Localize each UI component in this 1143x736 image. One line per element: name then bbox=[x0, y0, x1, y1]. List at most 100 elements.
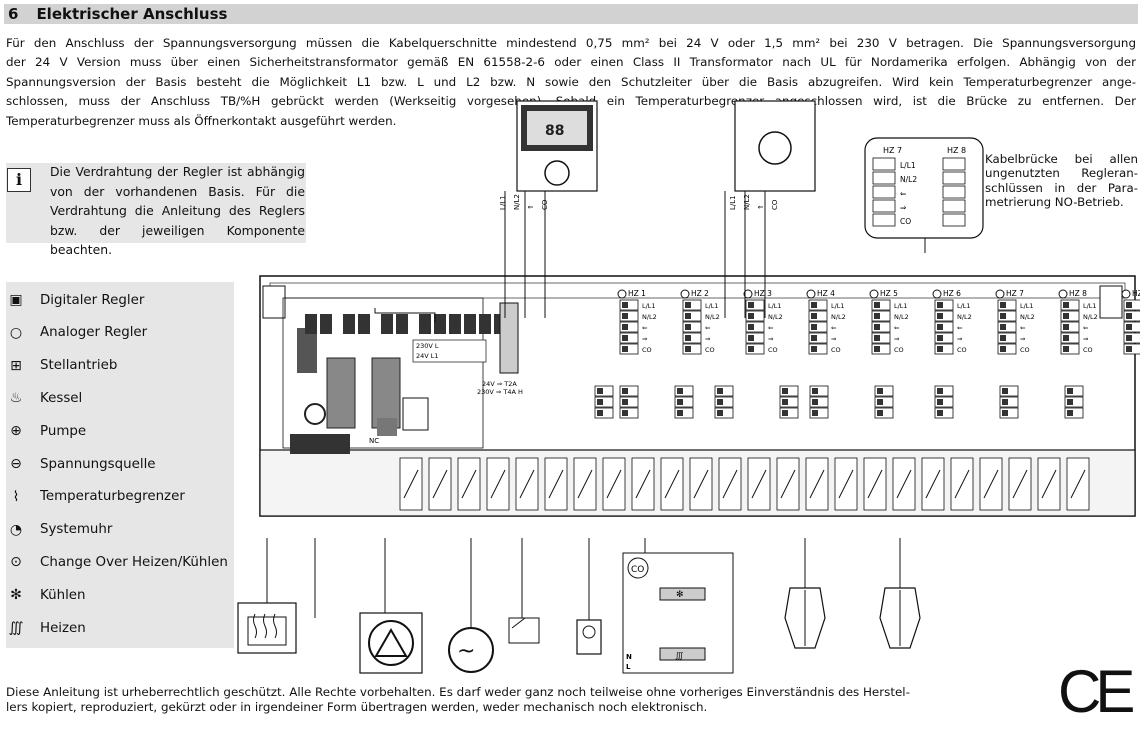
zone-9: HZ 9L/L1N/L2⇐⇒CO bbox=[1121, 289, 1140, 355]
terminal-label: N/L2 bbox=[1020, 313, 1035, 321]
terminal-label: ⇒ bbox=[894, 335, 900, 343]
zone-6: HZ 6L/L1N/L2⇐⇒CO bbox=[932, 289, 972, 355]
terminal-label: ⇐ bbox=[1020, 324, 1026, 332]
legend-item: ✻Kühlen bbox=[6, 583, 85, 607]
left-clip bbox=[262, 285, 286, 319]
change-over-icon: ⊙ bbox=[10, 554, 22, 571]
wiring-diagram: 230V L 24V L1 24V ⇒ T2A 230V ⇒ T4A H NC … bbox=[237, 100, 1140, 674]
clock-device bbox=[576, 619, 602, 655]
copyright-notice: Diese Anleitung ist urheberrechtlich ges… bbox=[6, 685, 1036, 716]
terminal bbox=[871, 321, 891, 333]
terminal bbox=[871, 332, 891, 344]
valve-terminal-block bbox=[779, 385, 799, 419]
detail-zone-label: HZ 8 bbox=[947, 146, 966, 155]
zone-5: HZ 5L/L1N/L2⇐⇒CO bbox=[869, 289, 909, 355]
intro-paragraph: Für den Anschluss der Spannungsversorgun… bbox=[6, 34, 1136, 131]
terminal bbox=[1060, 310, 1080, 322]
system-clock-icon: ◔ bbox=[9, 521, 23, 538]
power-label-box bbox=[412, 339, 487, 363]
bridge-note-line: schlüssen in der Para- bbox=[985, 180, 1138, 195]
section-title-text: Elektrischer Anschluss bbox=[36, 5, 228, 23]
terminal bbox=[449, 314, 461, 334]
legend-label: Spannungsquelle bbox=[40, 456, 156, 472]
legend bbox=[6, 282, 234, 648]
legend-item: ⌇ Temperaturbegrenzer bbox=[6, 485, 185, 509]
terminal-label: N/L2 bbox=[768, 313, 783, 321]
terminal bbox=[997, 310, 1017, 322]
terminal bbox=[745, 321, 765, 333]
terminal bbox=[619, 310, 639, 322]
intro-line: der 24 V Version muss über einen Sicherh… bbox=[6, 55, 1136, 70]
terminal-label: L/L1 bbox=[894, 302, 908, 310]
footer-line: Diese Anleitung ist urheberrechtlich ges… bbox=[6, 685, 910, 699]
terminal-label: CO bbox=[768, 346, 778, 354]
terminal bbox=[934, 299, 954, 311]
zone-label: HZ 3 bbox=[754, 289, 772, 298]
terminal bbox=[1060, 321, 1080, 333]
terminal-label: CO bbox=[705, 346, 715, 354]
controller-terminal-label: ⇑ bbox=[527, 204, 535, 210]
power-section bbox=[282, 297, 484, 449]
terminal-label: ⇐ bbox=[1083, 324, 1089, 332]
right-clip bbox=[1099, 285, 1123, 319]
valve-terminal-block bbox=[999, 385, 1019, 419]
legend-label: Temperaturbegrenzer bbox=[40, 489, 185, 505]
legend-label: Pumpe bbox=[40, 423, 87, 439]
ce-mark: CE bbox=[1058, 658, 1135, 725]
section-title: 6 Elektrischer Anschluss bbox=[8, 4, 227, 24]
terminal bbox=[320, 314, 332, 334]
terminal-label: CO bbox=[1020, 346, 1030, 354]
legend-item: ◔Systemuhr bbox=[6, 518, 113, 542]
relay-3 bbox=[371, 357, 401, 429]
detail-terminal-label: L/L1 bbox=[900, 161, 916, 170]
terminal bbox=[808, 310, 828, 322]
zone-label: HZ 5 bbox=[880, 289, 898, 298]
legend-item: ⊕Pumpe bbox=[6, 419, 86, 443]
terminal bbox=[419, 314, 431, 334]
controller-terminal-label: N/L2 bbox=[743, 194, 751, 210]
legend-label: Heizen bbox=[40, 620, 86, 636]
legend-item: ⊙Change Over Heizen/Kühlen bbox=[6, 550, 228, 574]
terminal bbox=[619, 332, 639, 344]
terminal-label: ⇒ bbox=[957, 335, 963, 343]
zone-label: HZ 4 bbox=[817, 289, 835, 298]
bridge-note-line: Kabelbrücke bei allen bbox=[985, 152, 1138, 166]
controller-terminal-label: L/L1 bbox=[499, 195, 507, 210]
digital-controller: 88 bbox=[516, 100, 598, 192]
legend-label: Kessel bbox=[40, 390, 83, 406]
terminal-label: N/L2 bbox=[705, 313, 720, 321]
terminal-block-low bbox=[290, 434, 350, 454]
terminal bbox=[619, 343, 639, 355]
valve-terminal-block bbox=[594, 385, 614, 419]
terminal bbox=[434, 314, 446, 334]
temperature-limiter-icon: ⌇ bbox=[12, 488, 20, 505]
controller-terminal-label: N/L2 bbox=[513, 194, 521, 210]
zone-label: HZ 7 bbox=[1006, 289, 1024, 298]
valve-terminal-block bbox=[619, 385, 639, 419]
terminal-label: ⇐ bbox=[642, 324, 648, 332]
intro-line: Temperaturbegrenzer muss als Öffnerkonta… bbox=[6, 113, 397, 128]
terminal bbox=[808, 332, 828, 344]
terminal bbox=[871, 299, 891, 311]
terminal bbox=[997, 332, 1017, 344]
terminal-label: ⇒ bbox=[642, 335, 648, 343]
terminal bbox=[1060, 343, 1080, 355]
terminal-label: ⇐ bbox=[831, 324, 837, 332]
legend-item: ▣Digitaler Regler bbox=[6, 288, 144, 312]
terminal-label: CO bbox=[831, 346, 841, 354]
terminal bbox=[464, 314, 476, 334]
pump-device bbox=[359, 612, 423, 674]
svg-text:∭: ∭ bbox=[675, 651, 684, 660]
valve-terminal-block bbox=[674, 385, 694, 419]
terminal bbox=[745, 299, 765, 311]
controller-terminal-label: CO bbox=[771, 199, 779, 210]
legend-label: Analoger Regler bbox=[40, 325, 148, 341]
section-header-bar bbox=[4, 4, 1138, 24]
section-number: 6 bbox=[8, 5, 19, 23]
terminal bbox=[871, 310, 891, 322]
terminal bbox=[997, 321, 1017, 333]
terminal-label: CO bbox=[1083, 346, 1093, 354]
power-source-icon: ⊖ bbox=[10, 456, 22, 472]
